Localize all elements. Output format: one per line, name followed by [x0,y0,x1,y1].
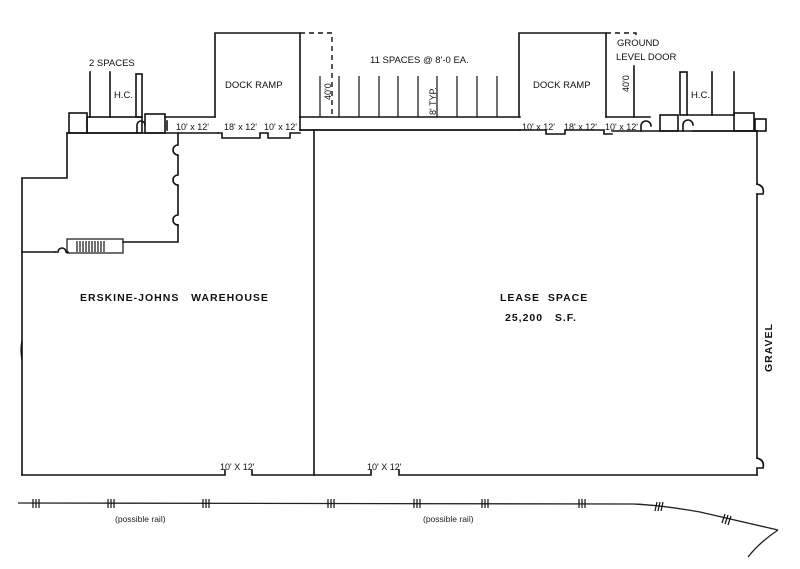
left-dock-ramp: DOCK RAMP [214,32,301,118]
lease-space-label: LEASE SPACE [500,292,588,304]
right-parking: 40'0 H.C. [605,65,735,118]
lease-area-label: 25,200 S.F. [505,312,577,324]
bottom-door-labels: 10' X 12' 10' X 12' [220,462,402,472]
center-parking-count: 11 SPACES @ 8'-0 EA. [370,55,469,66]
door-label: 18' x 12' [224,122,257,132]
center-parking: 11 SPACES @ 8'-0 EA. 40'0 8' TYP. [299,32,521,131]
top-door-labels: 10' x 12' 18' x 12' 10' x 12' 10' x 12' … [176,122,638,132]
door-label: 18' x 12' [564,122,597,132]
left-parking: 2 SPACES H.C. [89,58,143,118]
door-label: 10' x 12' [264,122,297,132]
right-parking-depth: 40'0 [621,75,631,92]
right-entry-strip [640,112,767,132]
door-label: 10' x 12' [176,122,209,132]
right-dock-ramp: DOCK RAMP GROUND LEVEL DOOR [518,32,677,118]
gravel-label: GRAVEL [763,323,775,372]
rail-label: (possible rail) [423,514,474,524]
right-hc-label: H.C. [691,90,710,101]
ground-level-door-line1: GROUND [617,38,659,49]
center-parking-depth: 40'0 [323,83,333,100]
rail-label: (possible rail) [115,514,166,524]
left-parking-count: 2 SPACES [89,58,135,69]
rail-line: (possible rail) (possible rail) [17,499,779,558]
building-outline [20,129,765,476]
door-label: 10' X 12' [367,462,402,472]
door-label: 10' x 12' [522,122,555,132]
warehouse-label: ERSKINE-JOHNS WAREHOUSE [80,292,269,304]
right-dock-ramp-label: DOCK RAMP [533,80,591,91]
center-parking-typical-width: 8' TYP. [428,87,438,115]
left-dock-ramp-label: DOCK RAMP [225,80,283,91]
door-label: 10' x 12' [605,122,638,132]
ground-level-door-line2: LEVEL DOOR [616,52,677,63]
door-label: 10' X 12' [220,462,255,472]
left-hc-label: H.C. [114,90,133,101]
